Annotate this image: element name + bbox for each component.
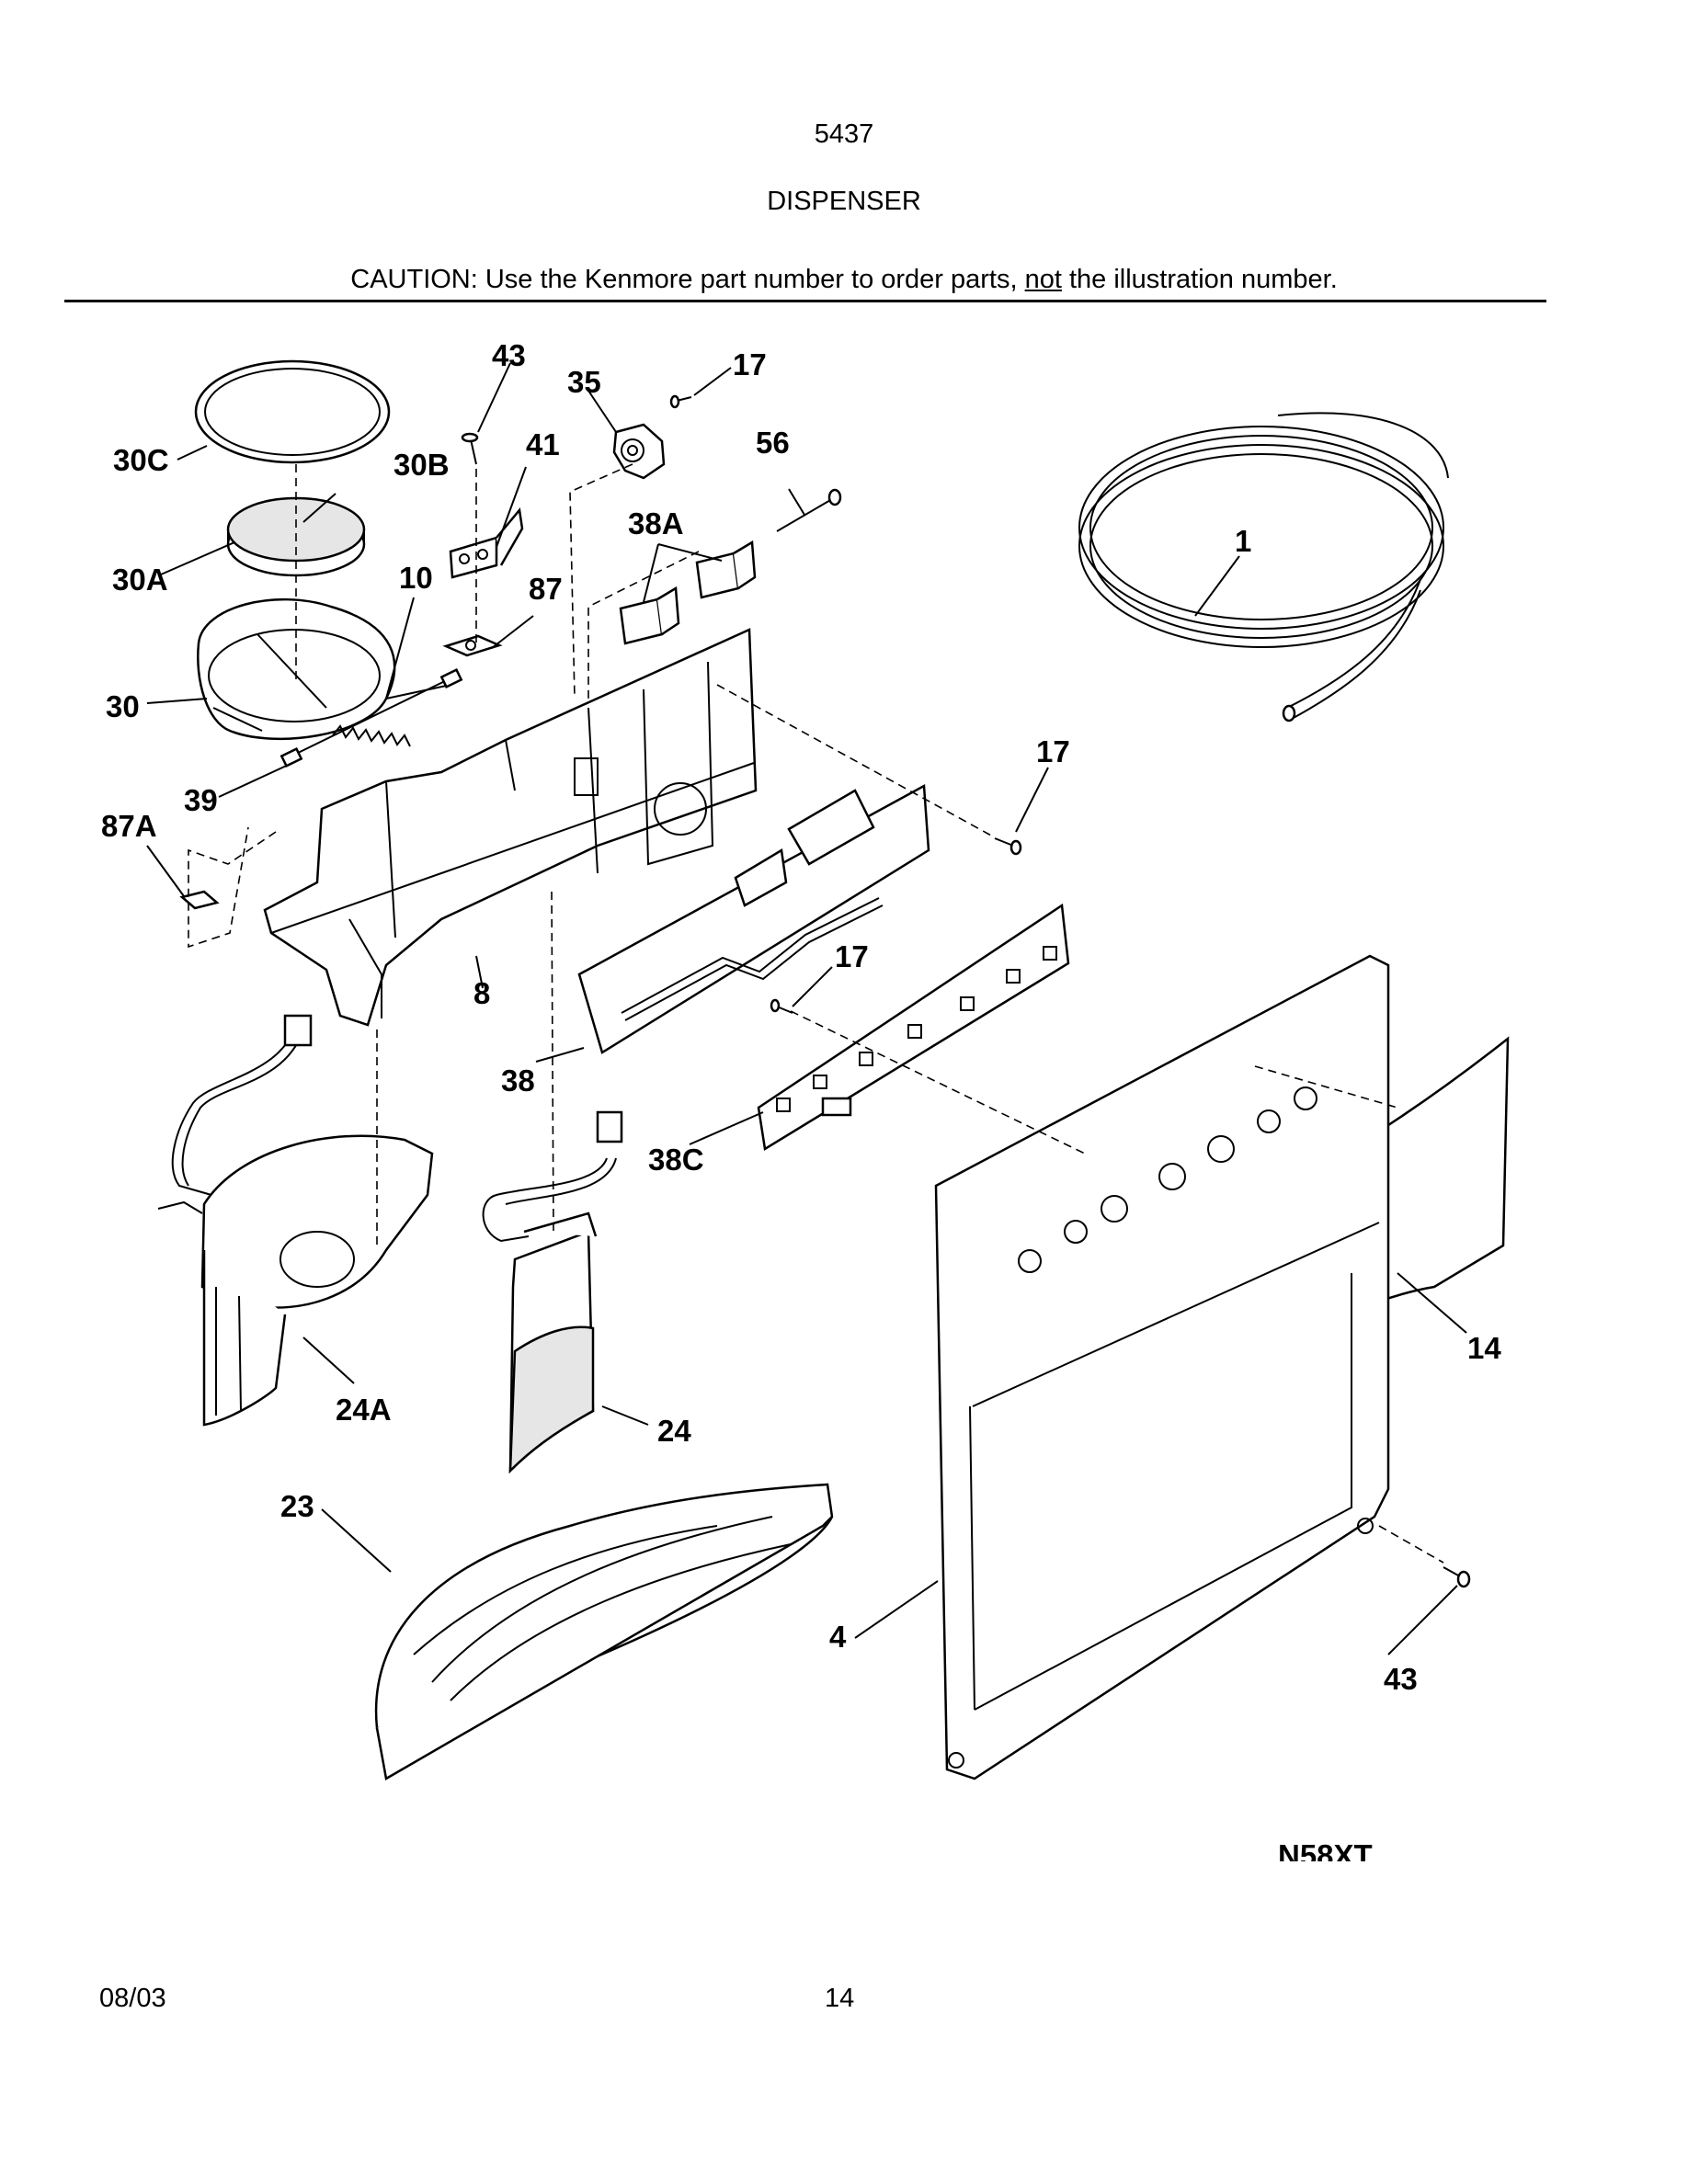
part-35-motor	[612, 423, 666, 480]
footer-page-number: 14	[825, 1984, 855, 2013]
callout-30: 30	[106, 689, 140, 723]
leader-lines	[146, 362, 1467, 1655]
callout-4: 4	[829, 1620, 847, 1654]
drawing-code: N58XT	[1278, 1838, 1373, 1872]
callout-38a: 38A	[628, 506, 684, 540]
part-24a-chute	[157, 1014, 434, 1427]
part-17-screw-top	[669, 394, 692, 409]
part-30c-gasket	[194, 359, 391, 464]
callout-56: 56	[756, 426, 790, 460]
part-56-screw	[776, 488, 842, 532]
callout-43-bottom: 43	[1384, 1662, 1418, 1696]
callout-38c: 38C	[648, 1143, 704, 1177]
callout-38: 38	[501, 1064, 535, 1098]
callout-24: 24	[657, 1414, 691, 1448]
callout-39: 39	[184, 783, 218, 817]
part-38-board	[577, 783, 930, 1054]
section-title: DISPENSER	[767, 187, 921, 216]
callout-23: 23	[280, 1489, 314, 1523]
part-24-chute	[482, 1110, 623, 1474]
caution-suffix: the illustration number.	[1061, 265, 1338, 294]
callout-87: 87	[529, 572, 563, 606]
callout-14: 14	[1467, 1331, 1501, 1365]
caution-emphasis: not	[1024, 265, 1062, 294]
callout-30b: 30B	[393, 448, 450, 482]
callout-10: 10	[399, 561, 433, 595]
part-87-clip	[442, 634, 503, 657]
drawing-code-text: N58XT	[1278, 1838, 1373, 1872]
part-87a-clip	[179, 890, 220, 910]
part-43-screw-bottom	[1443, 1566, 1471, 1588]
part-17-screw-mid	[770, 998, 793, 1014]
part-23-tray	[374, 1483, 834, 1780]
callout-17-top: 17	[733, 347, 767, 381]
part-38a-switches	[619, 540, 757, 645]
header-rule	[64, 300, 1546, 302]
callout-17-right: 17	[1036, 734, 1070, 768]
part-4-frame	[934, 954, 1390, 1780]
part-43-screw	[461, 432, 479, 465]
part-38c-keypad	[757, 903, 1070, 1152]
callout-43-top: 43	[492, 338, 526, 372]
callout-41: 41	[526, 427, 560, 461]
callout-30c: 30C	[113, 443, 169, 477]
caution-note: CAUTION: Use the Kenmore part number to …	[0, 265, 1688, 295]
part-10-spring	[279, 667, 463, 768]
callout-35: 35	[567, 365, 601, 399]
alignment-lines	[188, 463, 1444, 1564]
part-30b-disc	[226, 496, 366, 577]
callout-8: 8	[473, 976, 490, 1010]
part-41-bracket	[449, 507, 524, 579]
part-8-housing	[263, 628, 758, 1027]
part-30-ring-housing	[197, 597, 451, 740]
callout-87a: 87A	[101, 809, 157, 843]
model-number: 5437	[814, 119, 874, 149]
part-1-tubing	[1078, 412, 1449, 722]
part-17-screw-right	[994, 837, 1022, 856]
footer-date: 08/03	[99, 1984, 166, 2013]
callout-30a: 30A	[112, 563, 168, 597]
caution-prefix: CAUTION: Use the Kenmore part number to …	[350, 265, 1025, 294]
callout-labels: 43 35 17 30C 30B 41 56 38A 1 30A 10 87 3…	[101, 338, 1501, 1696]
callout-1: 1	[1235, 524, 1251, 558]
callout-17-mid: 17	[835, 939, 869, 973]
callout-24a: 24A	[336, 1393, 392, 1427]
